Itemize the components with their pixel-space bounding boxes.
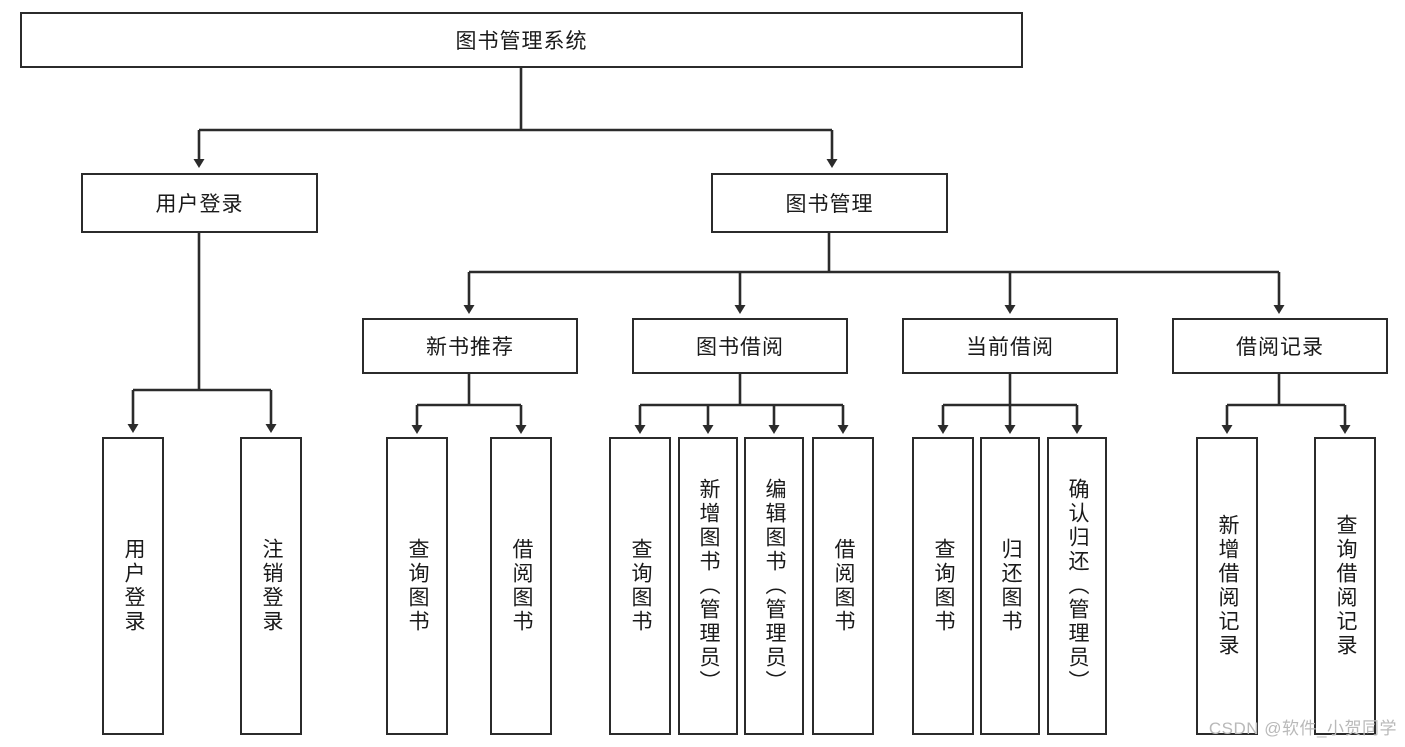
node-label: 新书推荐 [426,336,514,359]
leaf-query-book-1[interactable]: 查询图书 [386,437,448,735]
node-label: 图书管理 [785,193,874,216]
node-label: 查询图书 [932,538,956,634]
leaf-borrow-book-2[interactable]: 借阅图书 [812,437,874,735]
node-label: 编辑图书（管理员） [763,478,787,694]
node-label: 图书借阅 [696,336,784,359]
node-label: 查询借阅记录 [1334,514,1358,658]
leaf-confirm-return-admin[interactable]: 确认归还（管理员） [1047,437,1107,735]
node-label: 图书管理系统 [455,30,588,53]
node-label: 查询图书 [406,538,430,634]
node-label: 借阅图书 [510,538,534,634]
node-label: 新增图书（管理员） [697,478,721,694]
leaf-add-book-admin[interactable]: 新增图书（管理员） [678,437,738,735]
leaf-logout-login[interactable]: 注销登录 [240,437,302,735]
node-book-borrow[interactable]: 图书借阅 [632,318,848,374]
node-label: 新增借阅记录 [1216,514,1240,658]
node-label: 归还图书 [999,538,1023,634]
leaf-query-book-3[interactable]: 查询图书 [912,437,974,735]
node-book-management[interactable]: 图书管理 [711,173,948,233]
node-label: 确认归还（管理员） [1066,478,1090,694]
node-book-management-system[interactable]: 图书管理系统 [20,12,1023,68]
node-user-login[interactable]: 用户登录 [81,173,318,233]
leaf-borrow-book-1[interactable]: 借阅图书 [490,437,552,735]
node-label: 借阅图书 [832,538,856,634]
leaf-user-login[interactable]: 用户登录 [102,437,164,735]
node-label: 借阅记录 [1236,336,1324,359]
node-current-borrow[interactable]: 当前借阅 [902,318,1118,374]
node-new-book-recommend[interactable]: 新书推荐 [362,318,578,374]
leaf-return-book[interactable]: 归还图书 [980,437,1040,735]
node-borrow-record[interactable]: 借阅记录 [1172,318,1388,374]
node-label: 注销登录 [260,538,284,634]
node-label: 用户登录 [155,193,244,216]
leaf-query-book-2[interactable]: 查询图书 [609,437,671,735]
watermark-text: CSDN @软件_小贺同学 [1208,719,1397,738]
node-label: 当前借阅 [966,336,1054,359]
leaf-add-borrow-record[interactable]: 新增借阅记录 [1196,437,1258,735]
node-label: 用户登录 [122,538,146,634]
node-label: 查询图书 [629,538,653,634]
leaf-query-borrow-record[interactable]: 查询借阅记录 [1314,437,1376,735]
leaf-edit-book-admin[interactable]: 编辑图书（管理员） [744,437,804,735]
